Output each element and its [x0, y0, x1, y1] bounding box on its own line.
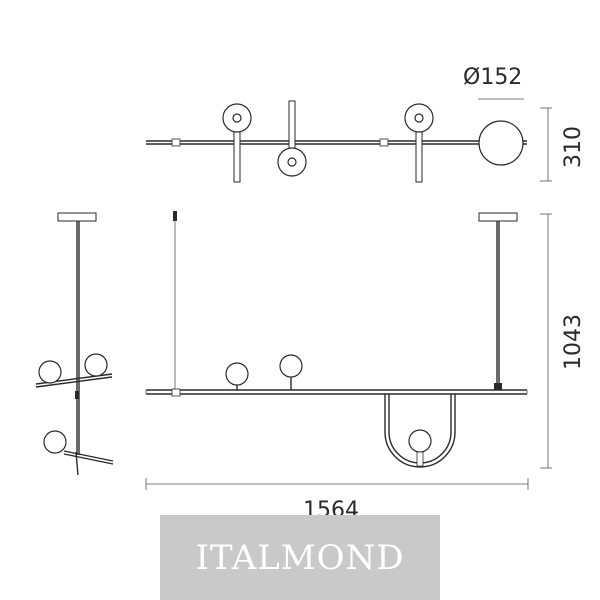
height-label: 1043: [561, 314, 586, 370]
diameter-label: Ø152: [463, 65, 522, 90]
side-view: [35, 212, 114, 476]
front-view: 1043 1564: [145, 211, 586, 523]
depth-label: 310: [561, 126, 586, 168]
top-view: Ø152 310: [146, 65, 586, 183]
watermark-box: ITALMOND: [160, 515, 440, 600]
watermark-text: ITALMOND: [195, 537, 405, 578]
